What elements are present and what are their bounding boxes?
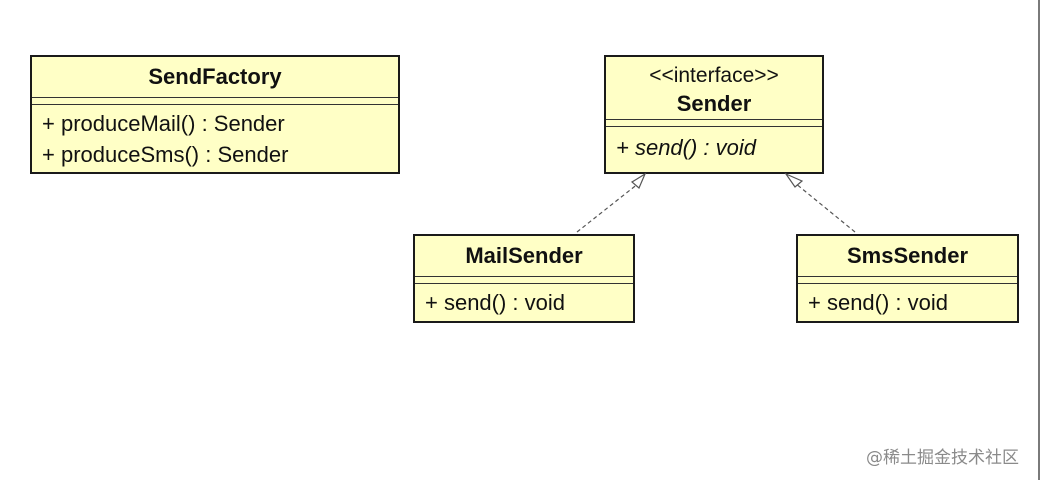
realization-arrowhead-icon xyxy=(630,172,647,189)
class-name-header: SmsSender xyxy=(798,236,1017,277)
interface-sender[interactable]: <<interface>> Sender + send() : void xyxy=(604,55,824,174)
realization-mailsender-to-sender[interactable] xyxy=(576,182,640,233)
class-name: MailSender xyxy=(465,243,583,268)
operations-compartment: + send() : void xyxy=(798,284,1017,320)
class-mail-sender[interactable]: MailSender + send() : void xyxy=(413,234,635,323)
realization-arrowhead-icon xyxy=(784,172,804,188)
class-name: SmsSender xyxy=(846,243,969,268)
class-name-header: SendFactory xyxy=(32,57,398,98)
operation: + send() : void xyxy=(808,290,949,315)
class-name: SendFactory xyxy=(148,64,282,89)
operation: + send() : void xyxy=(425,290,566,315)
attributes-compartment xyxy=(415,277,633,284)
attributes-compartment xyxy=(798,277,1017,284)
class-send-factory[interactable]: SendFactory + produceMail() : Sender + p… xyxy=(30,55,400,174)
class-name: Sender xyxy=(676,91,752,116)
watermark: @稀土掘金技术社区 xyxy=(866,448,1019,468)
attributes-compartment xyxy=(606,120,822,127)
operations-compartment: + produceMail() : Sender + produceSms() … xyxy=(32,105,398,172)
operation: + send() : void xyxy=(616,135,757,160)
operation: + produceSms() : Sender xyxy=(42,142,289,167)
class-name-header: MailSender xyxy=(415,236,633,277)
stereotype-label: <<interface>> xyxy=(649,64,779,87)
attributes-compartment xyxy=(32,98,398,105)
class-sms-sender[interactable]: SmsSender + send() : void xyxy=(796,234,1019,323)
class-name-header: <<interface>> Sender xyxy=(606,57,822,120)
operation: + produceMail() : Sender xyxy=(42,111,285,136)
realization-smssender-to-sender[interactable] xyxy=(794,182,856,233)
operations-compartment: + send() : void xyxy=(415,284,633,320)
right-frame-border xyxy=(1038,0,1040,480)
operations-compartment: + send() : void xyxy=(606,127,822,165)
